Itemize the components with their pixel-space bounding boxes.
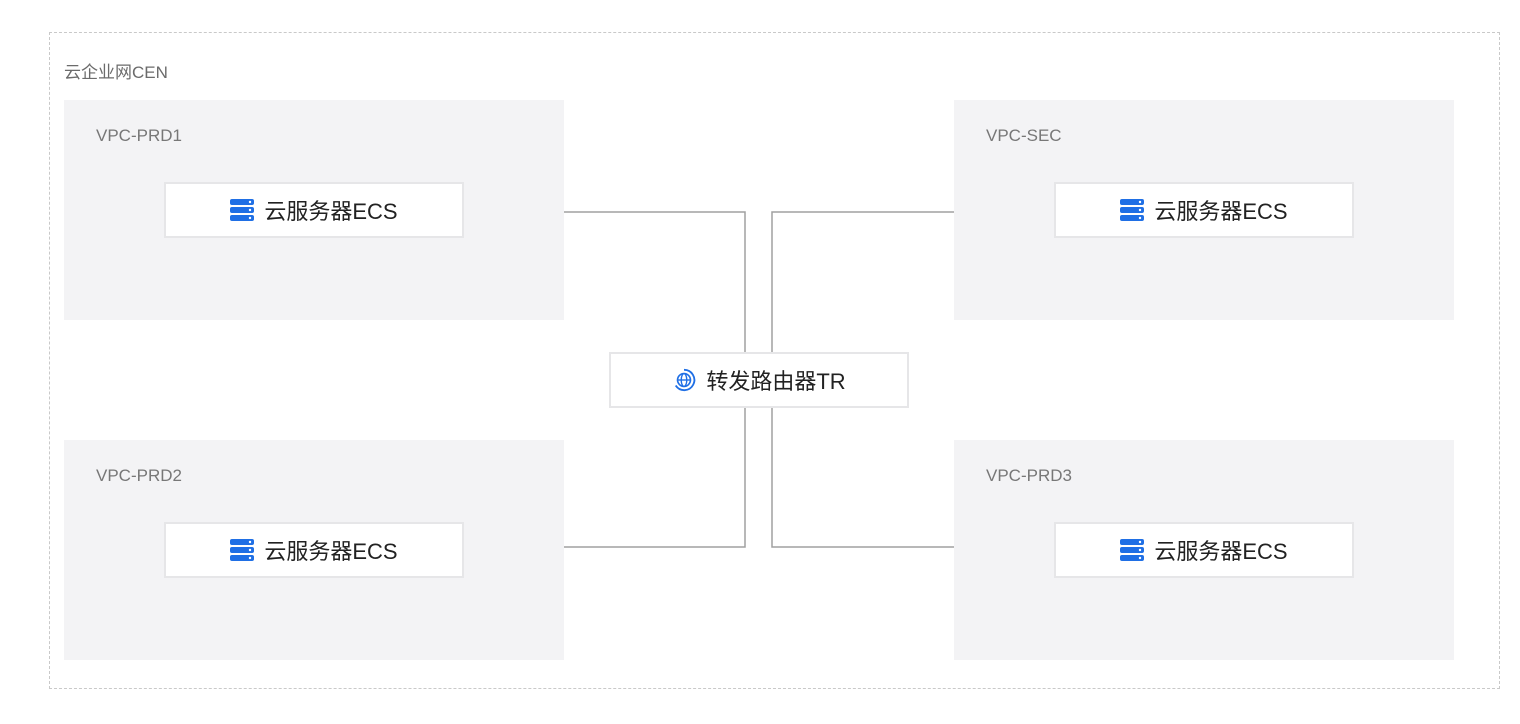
vpc-label: VPC-PRD2 (96, 466, 182, 485)
vpc-prd2: VPC-PRD2 云服务器ECS (64, 440, 564, 660)
vpc-prd3: VPC-PRD3 云服务器ECS (954, 440, 1454, 660)
link-prd3-tr (771, 408, 954, 548)
vpc-label: VPC-SEC (986, 126, 1062, 145)
server-icon (230, 198, 255, 222)
cen-container (49, 32, 1500, 689)
ecs-node[interactable]: 云服务器ECS (1054, 182, 1354, 238)
vpc-prd1: VPC-PRD1 云服务器ECS (64, 100, 564, 320)
ecs-label: 云服务器ECS (1154, 199, 1288, 224)
vpc-sec: VPC-SEC 云服务器ECS (954, 100, 1454, 320)
globe-icon (672, 368, 696, 392)
ecs-node[interactable]: 云服务器ECS (164, 182, 464, 238)
vpc-label: VPC-PRD3 (986, 466, 1072, 485)
ecs-label: 云服务器ECS (1154, 539, 1288, 564)
ecs-label: 云服务器ECS (264, 539, 398, 564)
ecs-node[interactable]: 云服务器ECS (164, 522, 464, 578)
cen-label: 云企业网CEN (64, 63, 168, 82)
server-icon (230, 538, 255, 562)
server-icon (1120, 198, 1145, 222)
server-icon (1120, 538, 1145, 562)
vpc-label: VPC-PRD1 (96, 126, 182, 145)
link-prd2-tr (564, 408, 746, 548)
transit-router-node[interactable]: 转发路由器TR (609, 352, 909, 408)
router-label: 转发路由器TR (706, 369, 846, 394)
ecs-label: 云服务器ECS (264, 199, 398, 224)
link-prd1-tr (564, 211, 746, 352)
link-sec-tr (771, 211, 954, 352)
ecs-node[interactable]: 云服务器ECS (1054, 522, 1354, 578)
